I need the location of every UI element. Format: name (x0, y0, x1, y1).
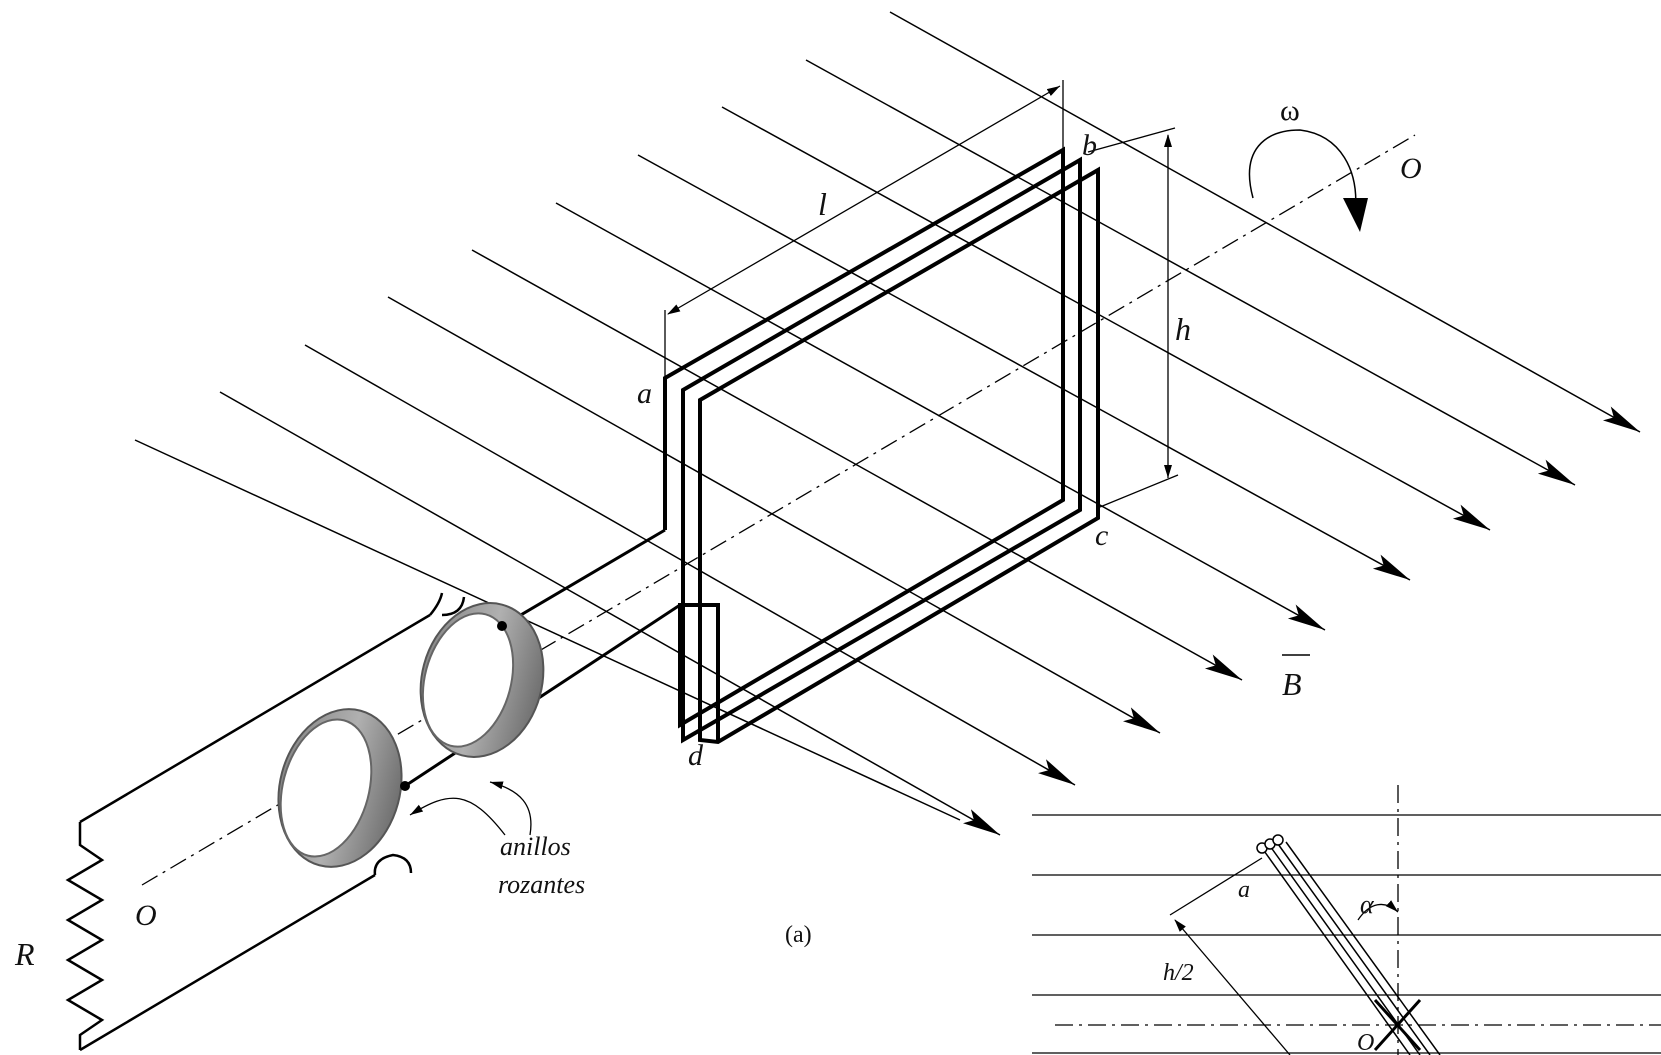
dimension-h (1087, 127, 1179, 508)
field-line-10 (134, 439, 961, 821)
rings-pointer (409, 781, 532, 836)
resistor-label: R (14, 936, 35, 972)
field-line-5 (555, 202, 1326, 631)
slip-ring-back (419, 602, 545, 758)
coil-turn-2 (681, 156, 1082, 744)
field-line-1 (889, 11, 1641, 433)
resistor-zigzag (65, 822, 105, 1050)
corner-a-label: a (637, 377, 652, 410)
axis-o-top-label: O (1400, 152, 1422, 185)
rings-label-line1: anillos (500, 832, 571, 861)
axis-o-bottom-label: O (135, 899, 157, 932)
coil-turn-3 (698, 166, 1100, 745)
slip-ring-front (277, 708, 410, 868)
inset-origin-label: O (1357, 1030, 1374, 1055)
omega-label: ω (1280, 94, 1300, 127)
inset-half-height-label: h/2 (1163, 960, 1194, 986)
field-line-8 (304, 344, 1076, 786)
inset-diagram: a α h/2 O (1030, 785, 1661, 1055)
dimension-l (664, 80, 1064, 378)
corner-b-label: b (1082, 129, 1097, 162)
coil-leads (404, 528, 681, 788)
height-label: h (1175, 311, 1191, 347)
rotation-arrow (1248, 129, 1357, 216)
length-label: l (818, 186, 827, 222)
rotation-arrowhead (1343, 198, 1368, 232)
corner-c-label: c (1095, 519, 1108, 552)
coil (663, 146, 1100, 745)
corner-d-label: d (688, 739, 704, 772)
coil-turn-1 (663, 146, 1065, 742)
field-line-6 (471, 249, 1243, 681)
inset-coil-section (1256, 834, 1441, 1055)
field-label: B (1282, 666, 1302, 702)
caption-label: (a) (785, 922, 812, 948)
inset-alpha-label: α (1360, 890, 1375, 919)
slip-rings (277, 602, 545, 868)
inset-a-label: a (1238, 877, 1250, 903)
rings-label-line2: rozantes (498, 870, 585, 899)
field-line-9 (219, 391, 1001, 836)
external-circuit (65, 592, 466, 1052)
field-line-7 (387, 296, 1161, 734)
